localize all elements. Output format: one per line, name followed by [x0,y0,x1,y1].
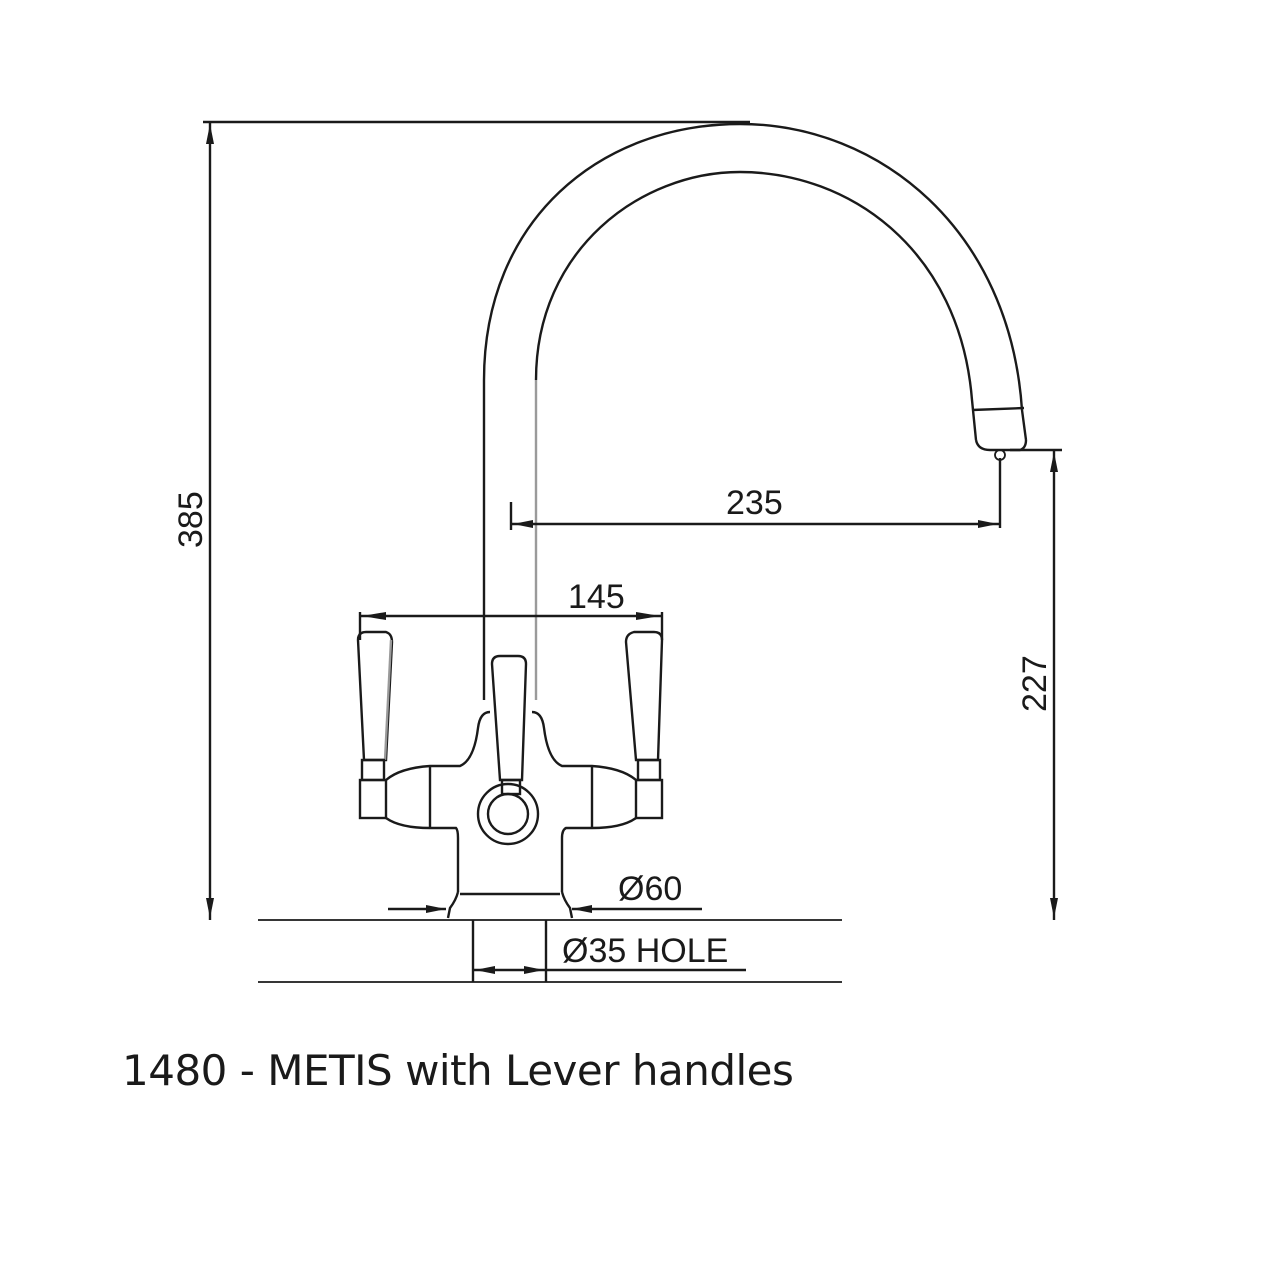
dimension-145: 145 [358,578,664,640]
dimension-235: 235 [509,458,1002,530]
dim-145-label: 145 [568,578,625,616]
dim-60-label: Ø60 [618,870,682,908]
dim-227-label: 227 [1016,655,1054,712]
centre-lever [490,654,528,796]
dim-235-label: 235 [726,484,783,522]
spout [482,122,1028,700]
dimension-385: 385 [172,120,750,920]
dim-385-label: 385 [172,491,210,548]
dimension-hole-35: Ø35 HOLE [473,932,746,974]
tap-body [385,654,637,919]
aerator [971,406,1028,461]
dimension-diameter-60: Ø60 [388,870,702,913]
worktop [258,919,842,983]
drawing-caption: 1480 - METIS with Lever handles [122,1046,794,1095]
mounting-shank [471,920,548,982]
right-lever-handle [624,630,664,820]
left-lever-handle [356,630,394,820]
dimension-227: 227 [1010,448,1062,920]
dim-35-hole-label: Ø35 HOLE [562,932,728,970]
